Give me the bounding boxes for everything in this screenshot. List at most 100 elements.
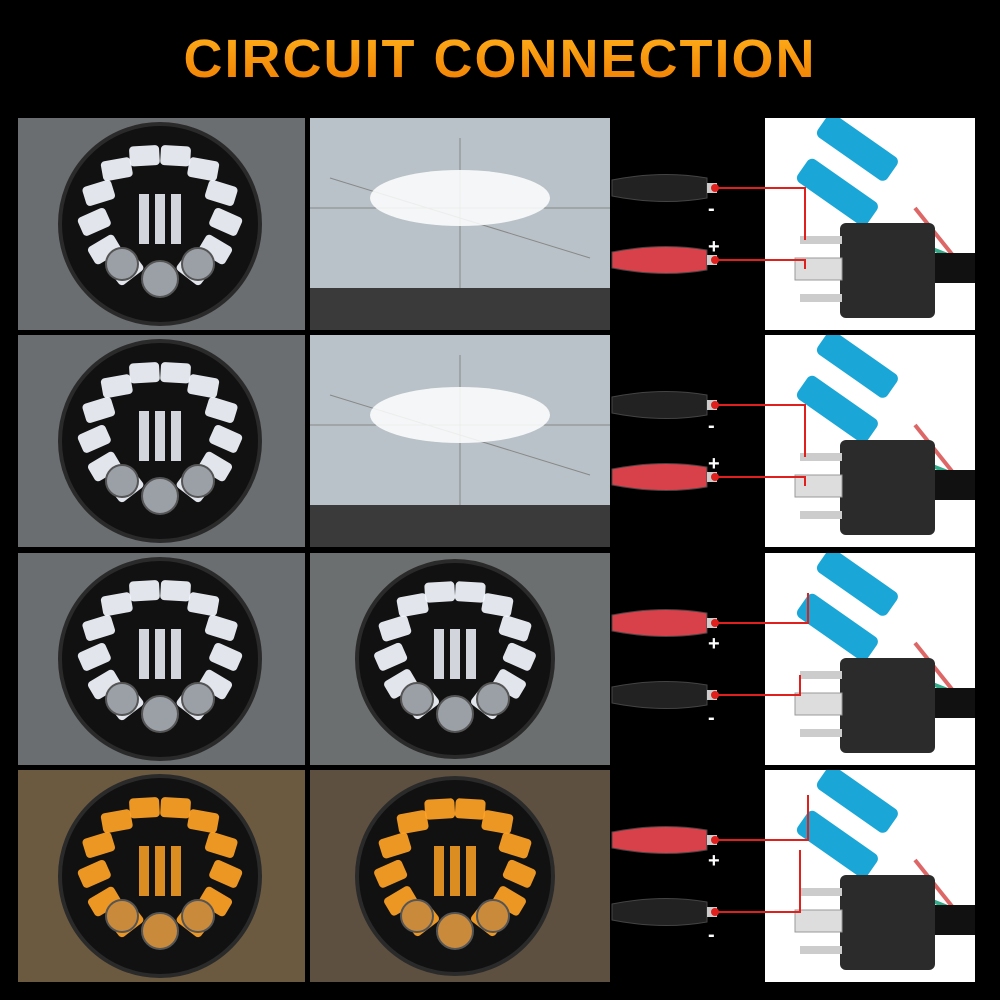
lens	[436, 912, 474, 950]
lens	[181, 247, 215, 281]
lens	[476, 899, 510, 933]
led-segment	[160, 362, 191, 384]
wire-line	[715, 675, 801, 696]
led-segment	[498, 615, 532, 642]
lens	[476, 682, 510, 716]
led-segment	[77, 424, 111, 453]
led-segment	[378, 832, 412, 859]
pin	[794, 909, 843, 933]
led-segment	[129, 797, 160, 819]
led-segment	[100, 374, 133, 399]
center-bar	[155, 846, 165, 896]
lens	[141, 260, 179, 298]
led-segment	[204, 614, 238, 641]
lens	[105, 247, 139, 281]
led-segment	[199, 451, 233, 482]
center-bar	[139, 846, 149, 896]
led-segment	[187, 374, 220, 399]
pin	[800, 236, 842, 244]
led-segment	[424, 798, 456, 820]
led-segment	[502, 859, 536, 888]
lens	[181, 464, 215, 498]
led-segment	[204, 179, 238, 206]
lens	[400, 899, 434, 933]
led-segment	[396, 593, 429, 617]
positive-sign: +	[708, 453, 720, 475]
red-alligator-clip	[611, 825, 719, 855]
wire-line	[715, 593, 809, 624]
led-segment	[424, 581, 456, 603]
led-segment	[481, 810, 514, 834]
negative-sign: -	[708, 198, 715, 220]
center-bar	[434, 629, 444, 679]
lens	[436, 695, 474, 733]
headlight-lamp	[355, 776, 555, 976]
center-bar	[450, 629, 460, 679]
black-alligator-clip	[611, 680, 719, 710]
wire-line	[715, 795, 809, 841]
led-segment	[129, 580, 160, 602]
led-segment	[82, 396, 116, 423]
terminal-blue	[816, 118, 898, 181]
pin	[794, 257, 843, 281]
led-segment	[87, 669, 121, 700]
lens	[181, 682, 215, 716]
led-segment	[82, 831, 116, 858]
beam-pattern-photo	[310, 118, 610, 330]
connection-row: -+	[0, 335, 1000, 547]
pin	[800, 729, 842, 737]
center-bar	[155, 194, 165, 244]
pin	[794, 692, 843, 716]
led-segment	[378, 615, 412, 642]
h4-connector-plug	[765, 118, 975, 330]
led-segment	[384, 669, 418, 699]
led-segment	[82, 614, 116, 641]
connection-row: -+	[0, 118, 1000, 330]
led-segment	[492, 669, 526, 699]
negative-sign: -	[708, 707, 715, 729]
led-segment	[502, 642, 536, 671]
led-segment	[199, 886, 233, 917]
led-segment	[384, 886, 418, 916]
led-segment	[396, 810, 429, 834]
center-bar	[139, 194, 149, 244]
led-segment	[100, 809, 133, 834]
led-segment	[87, 886, 121, 917]
headlight-lamp	[355, 559, 555, 759]
connection-row: +-	[0, 770, 1000, 982]
pin	[800, 511, 842, 519]
led-segment	[204, 831, 238, 858]
pin	[800, 888, 842, 896]
center-bar	[171, 411, 181, 461]
black-alligator-clip	[611, 897, 719, 927]
lens	[105, 464, 139, 498]
lens	[141, 695, 179, 733]
red-alligator-clip	[611, 462, 719, 492]
beam-pattern-photo	[310, 335, 610, 547]
h4-connector-plug	[765, 553, 975, 765]
page-title: CIRCUIT CONNECTION	[0, 28, 1000, 90]
led-segment	[454, 581, 486, 603]
center-bar	[155, 411, 165, 461]
led-segment	[82, 179, 116, 206]
led-segment	[77, 642, 111, 671]
negative-sign: -	[708, 924, 715, 946]
terminal-blue	[816, 553, 898, 616]
led-segment	[199, 669, 233, 700]
led-segment	[209, 642, 243, 671]
terminal-blue	[796, 593, 878, 661]
connection-row: +-	[0, 553, 1000, 765]
headlight-lamp	[58, 557, 262, 761]
h4-connector-plug	[765, 770, 975, 982]
led-segment	[209, 859, 243, 888]
h4-connector-plug	[765, 335, 975, 547]
center-bar	[171, 194, 181, 244]
led-segment	[87, 451, 121, 482]
terminal-blue	[796, 810, 878, 878]
center-bar	[171, 846, 181, 896]
black-alligator-clip	[611, 390, 719, 420]
red-alligator-clip	[611, 245, 719, 275]
headlight-lamp	[58, 774, 262, 978]
wire-line	[715, 259, 806, 269]
lens	[105, 682, 139, 716]
